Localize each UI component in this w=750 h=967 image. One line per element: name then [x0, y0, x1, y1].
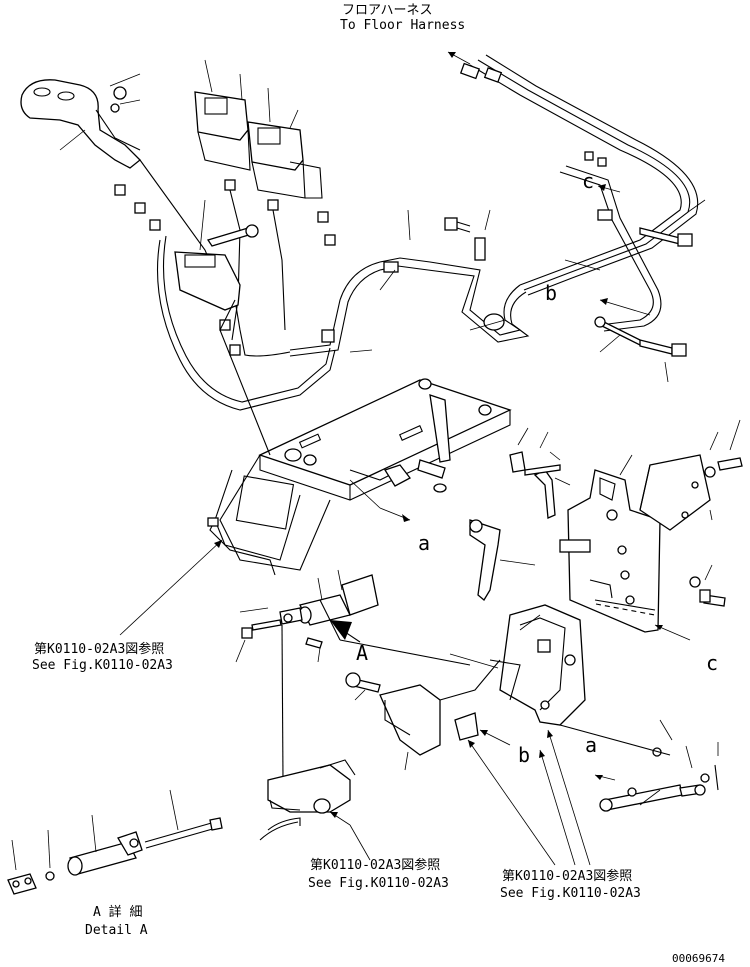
harness-title-jp: フロアハーネス	[342, 3, 432, 18]
detail-a-jp: A 詳 細	[93, 904, 142, 920]
bolts-right	[444, 199, 706, 383]
floor-harness	[447, 51, 699, 332]
drawing-number: 00069674	[672, 952, 725, 965]
control-lever	[20, 73, 211, 263]
detail-a-parts	[7, 789, 223, 895]
levers	[349, 427, 571, 601]
letter-a-mid: a	[418, 531, 430, 555]
lower-bracket	[345, 604, 586, 771]
ref-bottom-mid-jp: 第K0110-02A3図参照	[310, 857, 440, 873]
harness-title-en: To Floor Harness	[340, 18, 465, 33]
letter-b-lower: b	[518, 743, 530, 767]
ref-left-en: See Fig.K0110-02A3	[32, 658, 173, 673]
right-bracket	[559, 419, 743, 641]
reference-leaders	[119, 184, 651, 866]
ref-bottom-right-en: See Fig.K0110-02A3	[500, 886, 641, 901]
cylinder-link	[235, 569, 471, 781]
letter-a-lower: a	[585, 733, 597, 757]
ref-left-jp: 第K0110-02A3図参照	[34, 641, 164, 657]
pivot-bracket	[259, 759, 371, 861]
labels: フロアハーネス To Floor Harness c b a c A a b 第…	[32, 3, 725, 965]
switch-block	[174, 199, 259, 356]
console-frame	[207, 299, 512, 576]
letter-b-right: b	[545, 281, 557, 305]
ref-bottom-right-jp: 第K0110-02A3図参照	[502, 868, 632, 884]
detail-a-en: Detail A	[85, 923, 148, 938]
letter-c-top: c	[582, 169, 594, 193]
letter-A-view: A	[356, 641, 368, 665]
ref-bottom-mid-en: See Fig.K0110-02A3	[308, 876, 449, 891]
letter-c-right: c	[706, 651, 718, 675]
switch-panels	[194, 59, 336, 341]
gas-spring	[559, 719, 719, 812]
upper-harness-bundle	[156, 209, 613, 411]
